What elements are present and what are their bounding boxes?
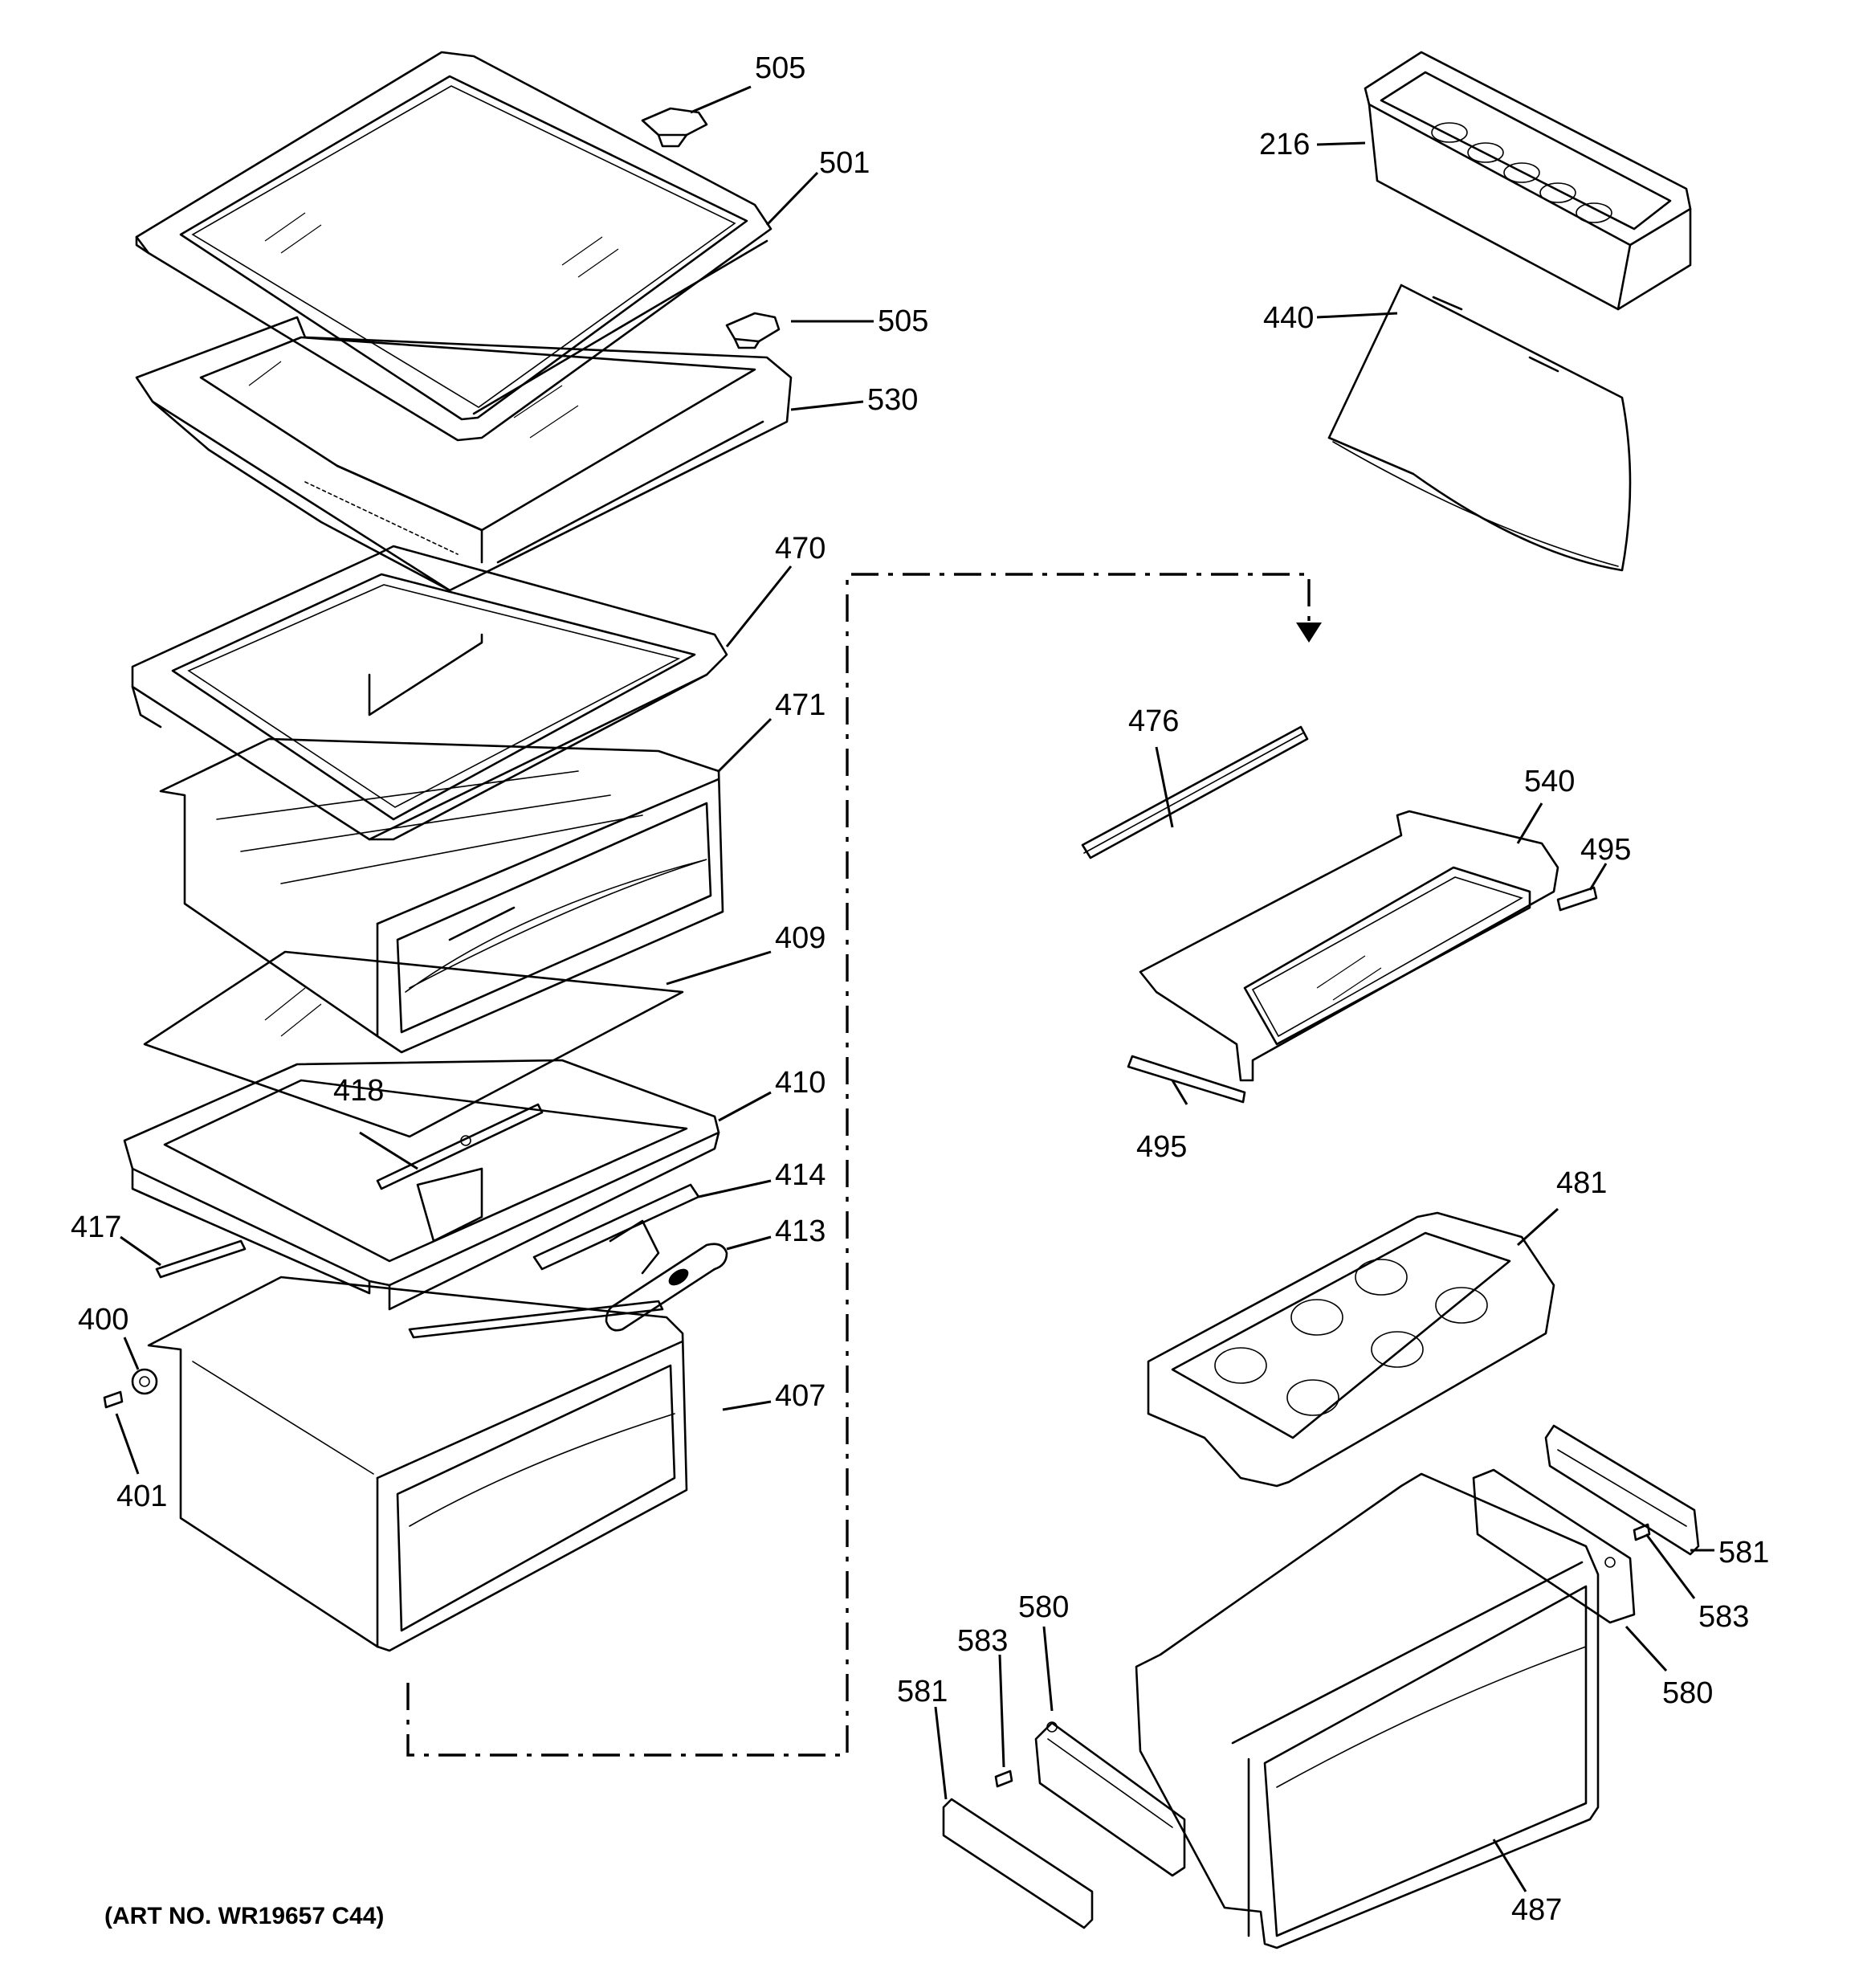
assembly-bracket-line [406,573,1311,1757]
part-409-glass-panel [143,950,684,1138]
callout-414: 414 [775,1158,826,1192]
assembly-arrow-icon [1296,623,1322,643]
part-216-bin [1364,51,1692,311]
part-400-knob [131,1368,158,1395]
part-501-glass-shelf [135,51,773,442]
callout-481: 481 [1556,1166,1607,1200]
callout-583a: 583 [957,1624,1008,1658]
part-440-curved-cover [1327,284,1632,572]
callout-471: 471 [775,688,826,722]
part-583-screw-right [1633,1523,1651,1541]
part-505-clip-upper [641,107,708,148]
callout-580a: 580 [1018,1590,1069,1624]
callout-501: 501 [819,146,870,180]
callout-409: 409 [775,921,826,955]
part-417-rod [155,1239,247,1279]
part-540-window-cover [1139,810,1559,1082]
part-476-rail [1081,725,1309,859]
callout-580b: 580 [1662,1676,1713,1710]
callout-400: 400 [78,1303,128,1337]
part-487-pan [1135,1472,1600,1949]
callout-505b: 505 [878,304,928,338]
part-470-drawer-cover-frame [131,545,728,841]
callout-540: 540 [1524,765,1575,798]
part-580-bracket-right [1472,1468,1636,1624]
part-581-slide-right [1544,1424,1700,1556]
callout-487: 487 [1511,1893,1562,1927]
part-505-clip-lower [725,312,781,349]
part-583-screw-left [994,1770,1013,1788]
part-407-bottom-drawer [147,1276,688,1652]
callout-470: 470 [775,532,826,565]
callout-417: 417 [71,1210,121,1244]
callout-581b: 581 [1718,1536,1769,1570]
part-418-seal-strip [376,1103,544,1190]
art-number-caption: (ART NO. WR19657 C44) [104,1903,384,1929]
callout-495a: 495 [1580,833,1631,867]
callout-413: 413 [775,1214,826,1248]
callout-530: 530 [867,383,918,417]
part-581-slide-left [942,1798,1094,1929]
leader-lines [115,85,1714,1892]
part-580-bracket-left [1034,1721,1186,1877]
callout-216: 216 [1259,128,1310,161]
callout-495b: 495 [1136,1130,1187,1164]
callout-410: 410 [775,1066,826,1100]
callout-418: 418 [333,1074,384,1108]
part-401-screw [103,1390,124,1409]
callout-476: 476 [1128,704,1179,738]
part-481-cup-tray [1147,1211,1555,1488]
part-410-drawer-frame [123,1059,720,1311]
part-471-upper-drawer [159,737,724,1054]
part-530-shelf-frame [135,316,793,592]
callout-581a: 581 [897,1675,948,1708]
part-495-rod-left [1127,1055,1246,1104]
callout-407: 407 [775,1379,826,1413]
callout-583b: 583 [1698,1600,1749,1634]
part-495-rod-right [1556,886,1598,912]
callout-401: 401 [116,1480,167,1513]
callout-440: 440 [1263,301,1314,335]
callout-505a: 505 [755,51,805,85]
